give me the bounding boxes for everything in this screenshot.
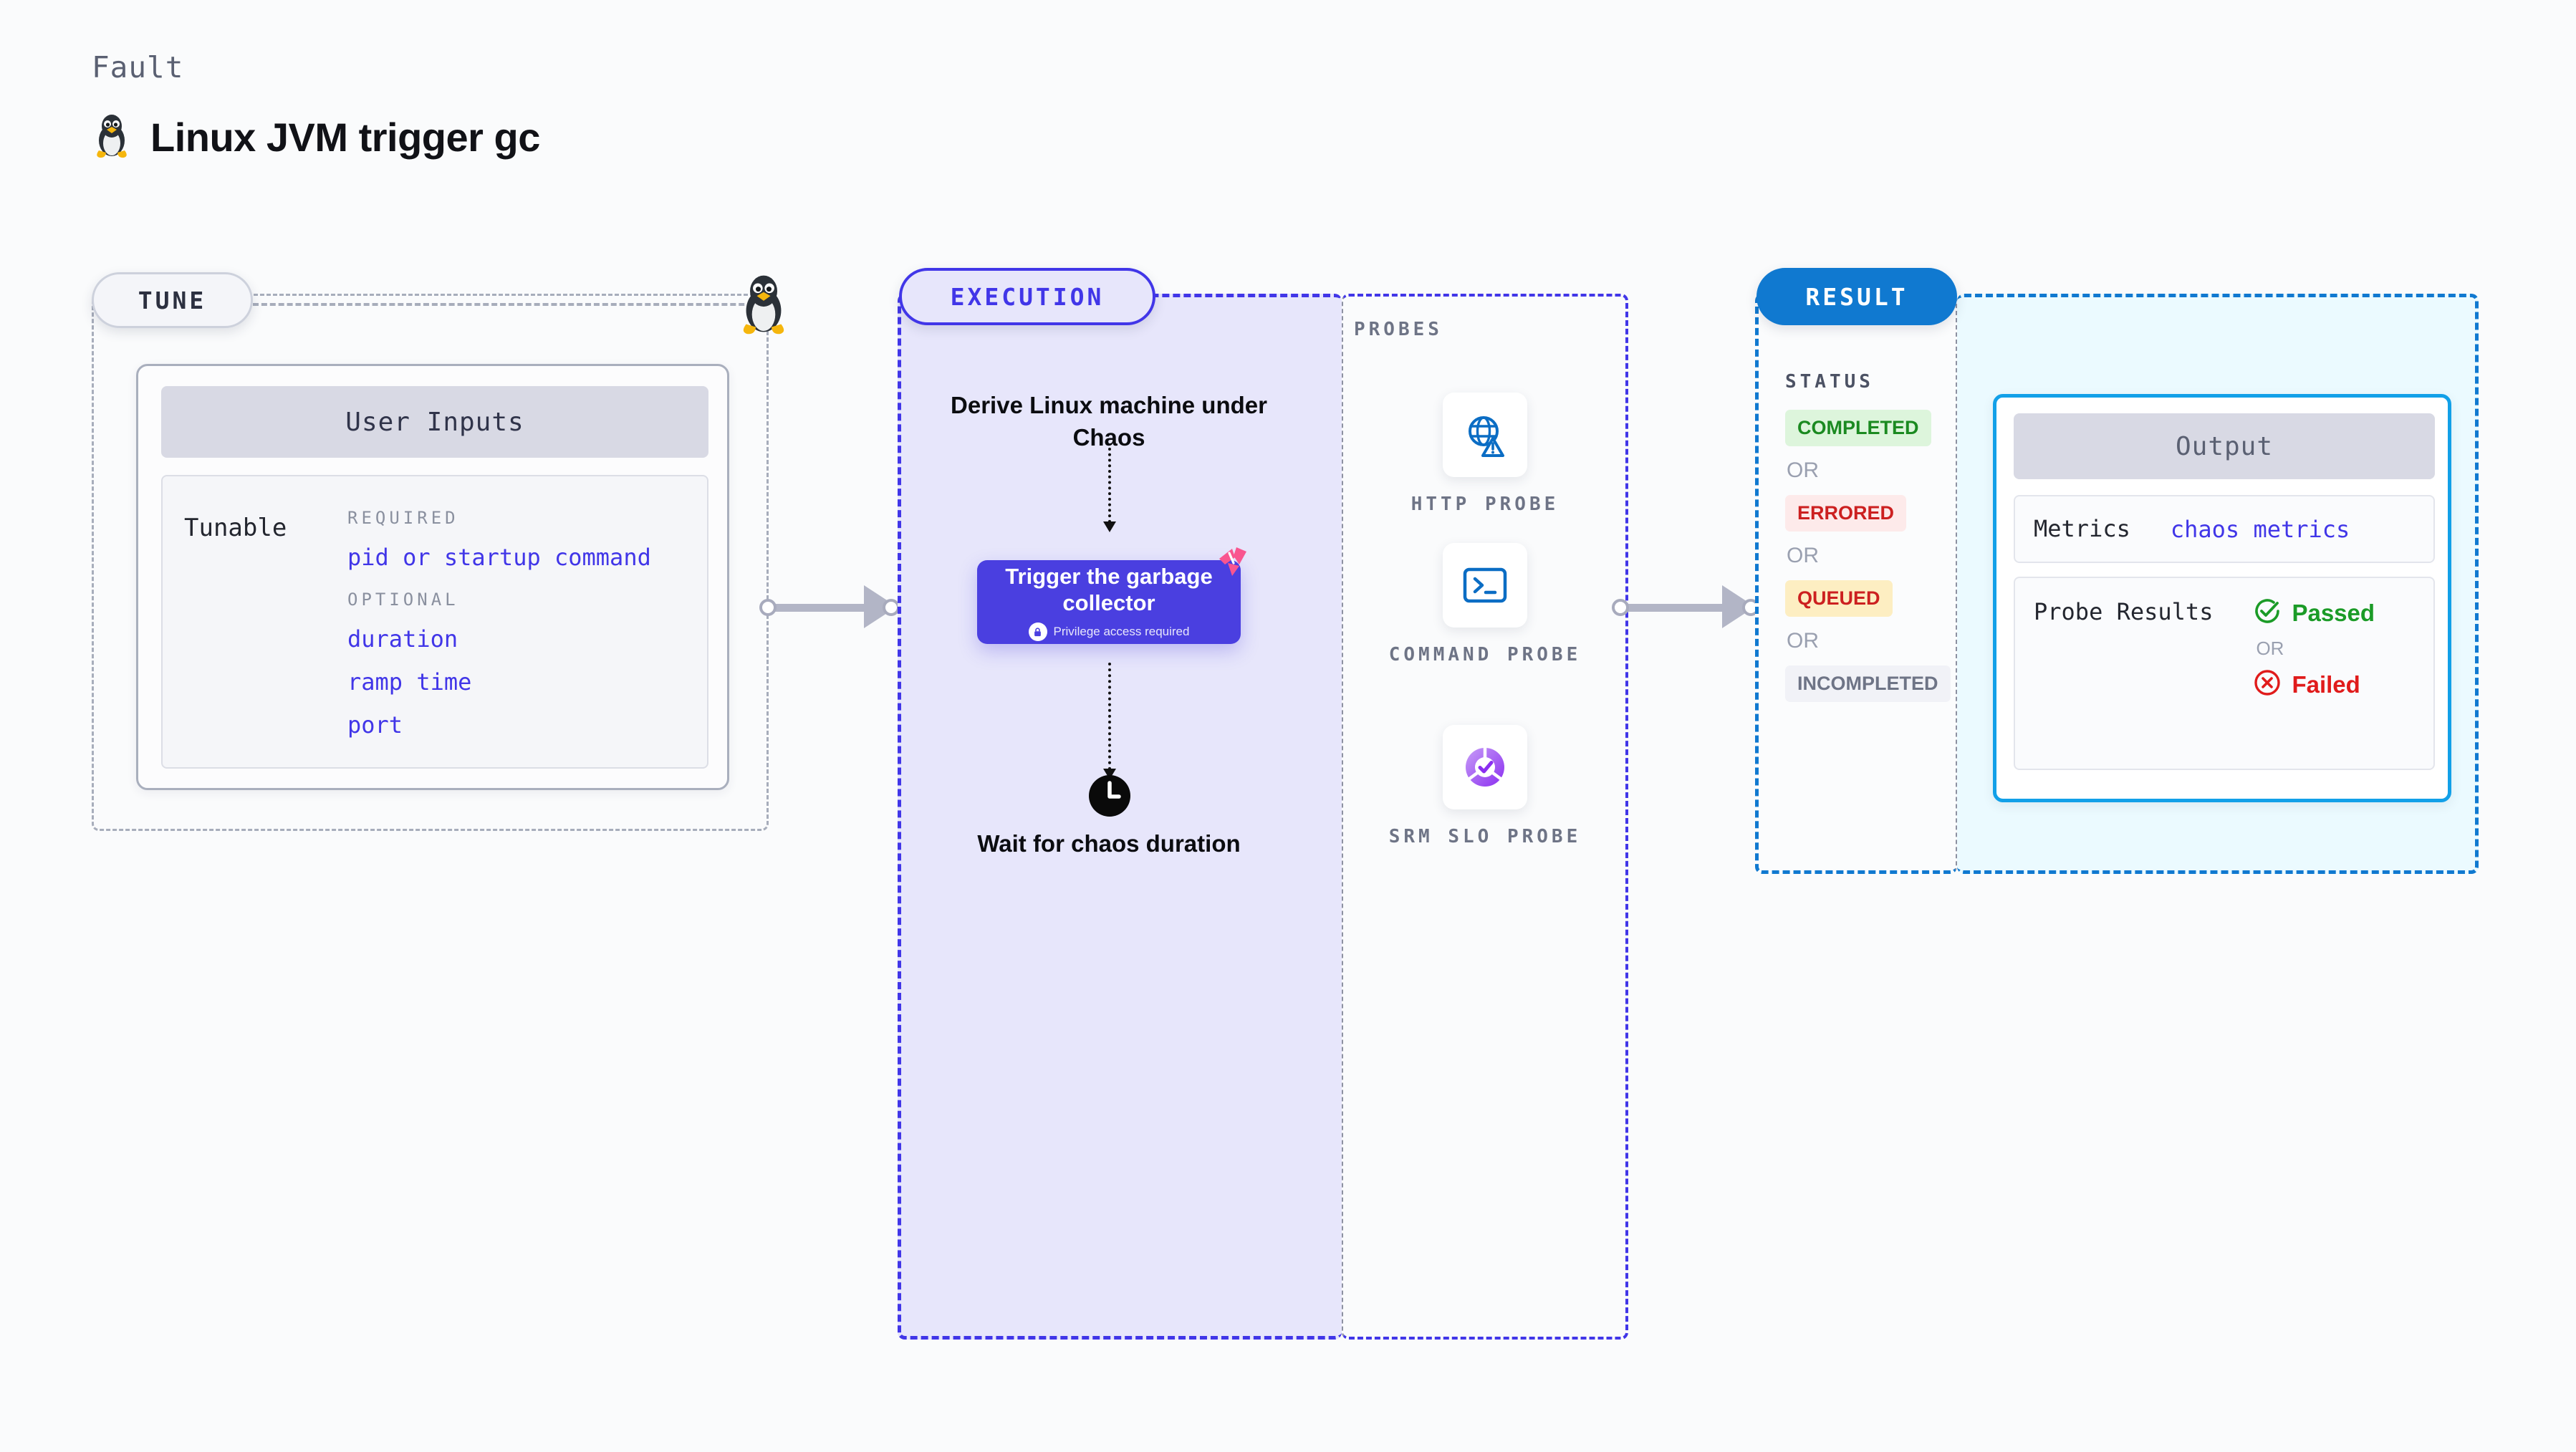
probe-command[interactable]: COMMAND PROBE [1342,543,1628,669]
status-badge-errored: ERRORED [1785,495,1907,532]
lock-icon [1028,622,1047,642]
tunable-fields: REQUIRED pid or startup command OPTIONAL… [347,508,651,754]
flow-arrow-trigger-to-wait [1103,663,1116,779]
execution-panel [898,294,1342,1340]
tunable-field-ramp-time[interactable]: ramp time [347,668,472,696]
metrics-key: Metrics [2034,514,2130,542]
required-group-label: REQUIRED [347,508,459,528]
privilege-note-text: Privilege access required [1053,625,1190,639]
check-circle-icon [2253,597,2282,629]
connector-tune-to-execution [759,585,907,628]
probe-result-or: OR [2256,638,2284,659]
probe-result-passed: Passed [2253,597,2375,629]
probe-srm-slo-label: SRM SLO PROBE [1388,826,1582,847]
x-circle-icon [2253,668,2282,701]
tunable-field-port[interactable]: port [347,711,403,739]
optional-group-label: OPTIONAL [347,590,459,610]
status-or-1: OR [1787,458,1819,482]
tunable-field-duration[interactable]: duration [347,625,458,653]
status-title: STATUS [1785,371,1874,393]
title-row: Linux JVM trigger gc [92,112,540,163]
metrics-value[interactable]: chaos metrics [2170,515,2350,543]
clock-icon [1087,774,1132,818]
probe-srm-slo[interactable]: SRM SLO PROBE [1342,725,1628,851]
tune-panel [92,294,769,831]
user-inputs-header: User Inputs [161,386,708,458]
slo-donut-check-icon [1443,725,1527,809]
probes-title: PROBES [1354,319,1443,340]
step-wait-duration: Wait for chaos duration [977,830,1241,857]
failed-label: Failed [2292,670,2360,698]
trigger-gc-node[interactable]: Trigger the garbage collector Privilege … [977,560,1241,644]
litmus-flag-icon [1218,546,1251,577]
probe-results-row: Probe Results Passed OR [2014,577,2435,770]
status-badge-completed: COMPLETED [1785,410,1931,446]
tunable-field-pid[interactable]: pid or startup command [347,544,651,571]
tunable-label: Tunable [184,514,287,542]
globe-warning-icon [1443,393,1527,477]
output-header: Output [2014,413,2435,479]
terminal-icon [1443,543,1527,628]
privilege-note-row: Privilege access required [1028,622,1190,642]
tunable-box: Tunable REQUIRED pid or startup command … [161,475,708,769]
tune-pill-label[interactable]: TUNE [92,272,253,328]
status-badge-incompleted: INCOMPLETED [1785,665,1951,702]
page-title: Linux JVM trigger gc [150,115,540,160]
fault-kicker: Fault [92,50,184,85]
user-inputs-card: User Inputs Tunable REQUIRED pid or star… [136,364,729,790]
flow-arrow-derive-to-trigger [1103,448,1116,532]
probe-results-key: Probe Results [2034,598,2214,625]
passed-label: Passed [2292,599,2375,626]
trigger-gc-title: Trigger the garbage collector [1005,563,1213,615]
status-list: COMPLETED OR ERRORED OR QUEUED OR INCOMP… [1785,410,1951,702]
probe-http[interactable]: HTTP PROBE [1342,393,1628,519]
output-card: Output Metrics chaos metrics Probe Resul… [1993,394,2451,802]
probe-results-values: Passed OR Failed [2253,597,2375,769]
probe-result-failed: Failed [2253,668,2375,701]
metrics-row: Metrics chaos metrics [2014,495,2435,563]
linux-penguin-icon [736,271,791,337]
linux-penguin-icon [92,112,132,163]
execution-pill-label[interactable]: EXECUTION [899,268,1155,325]
status-or-2: OR [1787,544,1819,567]
tune-top-dashed-line [253,303,761,306]
step-derive-machine: Derive Linux machine under Chaos [951,392,1267,451]
probe-command-label: COMMAND PROBE [1388,644,1582,665]
probe-http-label: HTTP PROBE [1410,494,1559,515]
result-pill-label[interactable]: RESULT [1756,268,1957,325]
page-header: Fault Linux JVM trigger gc [92,50,540,163]
status-badge-queued: QUEUED [1785,580,1893,617]
connector-execution-to-result [1612,585,1766,628]
status-or-3: OR [1787,629,1819,653]
